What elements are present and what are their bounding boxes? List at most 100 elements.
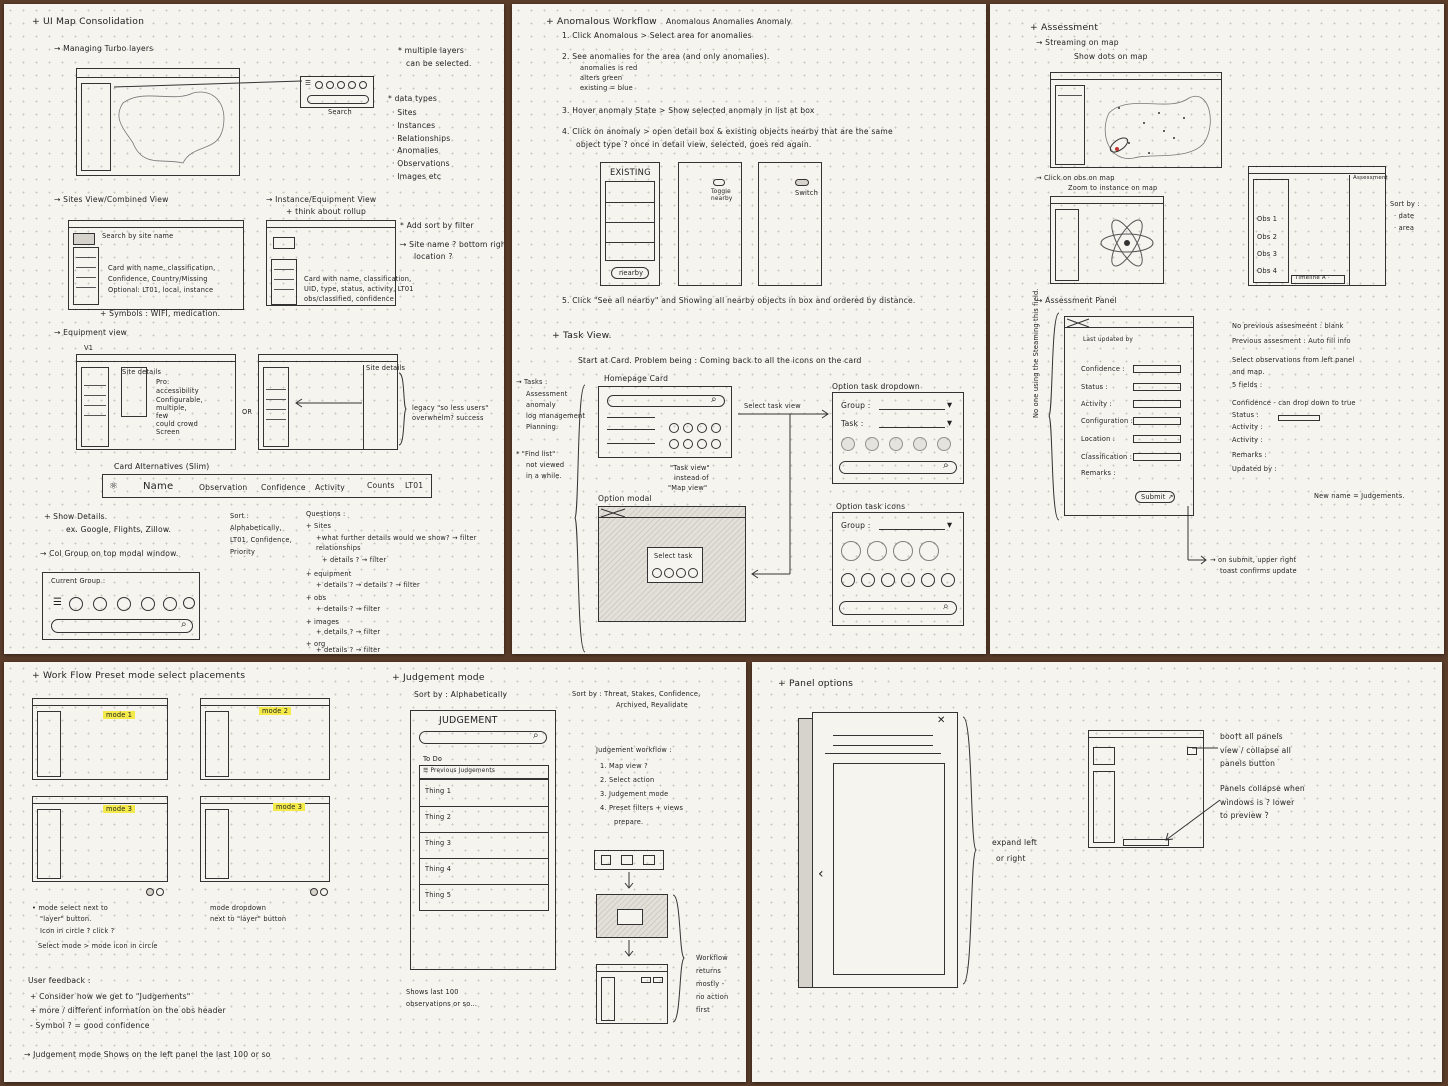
note: + details ? → filter [316, 646, 381, 654]
timeline[interactable]: Timeline A · [1295, 275, 1330, 281]
search-input[interactable] [839, 461, 957, 474]
mode-badge[interactable]: mode 2 [259, 707, 292, 716]
note: mode dropdown [210, 904, 267, 912]
mode-badge[interactable]: mode 1 [103, 711, 136, 720]
nearby-button[interactable] [611, 267, 649, 279]
assessment-wireframe: Assessment Obs 1 Obs 2 Obs 3 Obs 4 Timel… [1248, 166, 1388, 286]
search-input[interactable] [307, 95, 369, 104]
note: + org [306, 640, 326, 648]
search-input[interactable] [607, 395, 725, 407]
label: Switch [795, 189, 818, 197]
note: in a while. [526, 472, 562, 480]
search-icon: ⌕ [943, 601, 949, 612]
task-icon[interactable] [711, 439, 721, 449]
close-icon[interactable]: ✕ [937, 715, 946, 726]
note: next to "layer" button [210, 915, 287, 923]
group-icon[interactable] [117, 597, 131, 611]
search-input[interactable] [419, 731, 547, 744]
group-icon[interactable] [183, 597, 195, 609]
note: + details ? → filter [316, 605, 381, 613]
card-col: Name [143, 481, 174, 492]
note: Previous assesment : Auto fill info [1232, 337, 1351, 345]
option-modal: Select task [598, 506, 746, 622]
search-input[interactable] [51, 619, 193, 633]
panel-title: EXISTING [610, 167, 651, 177]
toggle[interactable] [713, 179, 725, 186]
obs-item[interactable]: Obs 2 [1257, 233, 1278, 241]
mode-icon[interactable] [320, 888, 328, 896]
list-item[interactable]: Thing 4 [425, 865, 452, 873]
group-icon[interactable] [93, 597, 107, 611]
previous-judgements-toggle[interactable] [419, 765, 549, 779]
task-icon[interactable] [664, 568, 674, 578]
brace [1048, 312, 1060, 521]
task-icon[interactable] [683, 439, 693, 449]
mode-badge[interactable]: mode 3 [273, 803, 306, 812]
task-icon[interactable] [683, 423, 693, 433]
group-modal: Current Group : ☰ ⌕ [42, 572, 200, 640]
list-item[interactable]: Thing 5 [425, 891, 452, 899]
note: Card with name, classification, [304, 275, 412, 283]
activity-select[interactable] [1133, 400, 1181, 408]
label: Toggle nearby [711, 189, 733, 203]
note: Select observations from left panel [1232, 356, 1355, 364]
task-icon[interactable] [669, 423, 679, 433]
list-item[interactable]: Thing 3 [425, 839, 452, 847]
group-icon[interactable] [163, 597, 177, 611]
list-item[interactable]: Thing 1 [425, 787, 452, 795]
classification-select[interactable] [1133, 453, 1181, 461]
collapsed-panels-bar[interactable] [1123, 839, 1169, 846]
status-select[interactable] [1133, 383, 1181, 391]
mode-icon[interactable] [310, 888, 318, 896]
task-icon[interactable] [688, 568, 698, 578]
note: → Site name ? bottom right [400, 240, 504, 249]
arrow [1165, 799, 1221, 841]
note: 1. Map view ? [600, 762, 648, 770]
chevron-down-icon[interactable]: ▼ [947, 521, 953, 529]
chevron-down-icon[interactable]: ▼ [947, 419, 953, 427]
sheet-assessment: + Assessment → Streaming on map Show dot… [990, 4, 1444, 654]
obs-item[interactable]: Obs 4 [1257, 267, 1278, 275]
chevron-left-icon[interactable]: ‹ [818, 866, 824, 882]
label: V1 [84, 344, 94, 352]
note: → on submit, upper right [1210, 556, 1297, 564]
search-input[interactable] [839, 601, 957, 615]
note: * multiple layers [398, 46, 465, 55]
task-dropdown-option: Group : ▼ Task : ▼ ⌕ [832, 392, 964, 484]
obs-item[interactable]: Obs 1 [1257, 215, 1278, 223]
group-icon[interactable] [141, 597, 155, 611]
list-item[interactable]: Thing 2 [425, 813, 452, 821]
mode-badge[interactable]: mode 3 [103, 805, 136, 814]
label: Site details [366, 364, 406, 372]
mode-icon[interactable] [146, 888, 154, 896]
task-icon[interactable] [711, 423, 721, 433]
task-icon[interactable] [697, 439, 707, 449]
configuration-select[interactable] [1133, 417, 1181, 425]
status-dropdown[interactable] [1278, 415, 1320, 421]
obs-item[interactable]: Obs 3 [1257, 250, 1278, 258]
mode-icon[interactable] [156, 888, 164, 896]
submit-button[interactable] [1135, 491, 1175, 503]
field-label: Remarks : [1081, 469, 1116, 477]
task-icon[interactable] [697, 423, 707, 433]
step: 1. Click Anomalous > Select area for ano… [562, 31, 752, 40]
node-icon: ⚛ [109, 481, 119, 492]
card-col: Confidence [261, 483, 306, 492]
note: → Sites View/Combined View [54, 195, 169, 204]
nearby-label: nearby [619, 269, 644, 277]
list [605, 181, 655, 261]
group-icon[interactable] [69, 597, 83, 611]
chevron-down-icon[interactable]: ▼ [947, 401, 953, 409]
page-title: + Assessment [1030, 22, 1099, 33]
task-icon[interactable] [669, 439, 679, 449]
arrow [624, 872, 634, 889]
confidence-select[interactable] [1133, 365, 1181, 373]
location-select[interactable] [1133, 435, 1181, 443]
note: Select task view [744, 402, 801, 410]
arrow [113, 80, 303, 88]
switch[interactable] [795, 179, 809, 186]
task-icon[interactable] [676, 568, 686, 578]
menu-icon[interactable]: ☰ [53, 597, 63, 608]
note: Sort by : Alphabetically [414, 690, 508, 699]
task-icon[interactable] [652, 568, 662, 578]
